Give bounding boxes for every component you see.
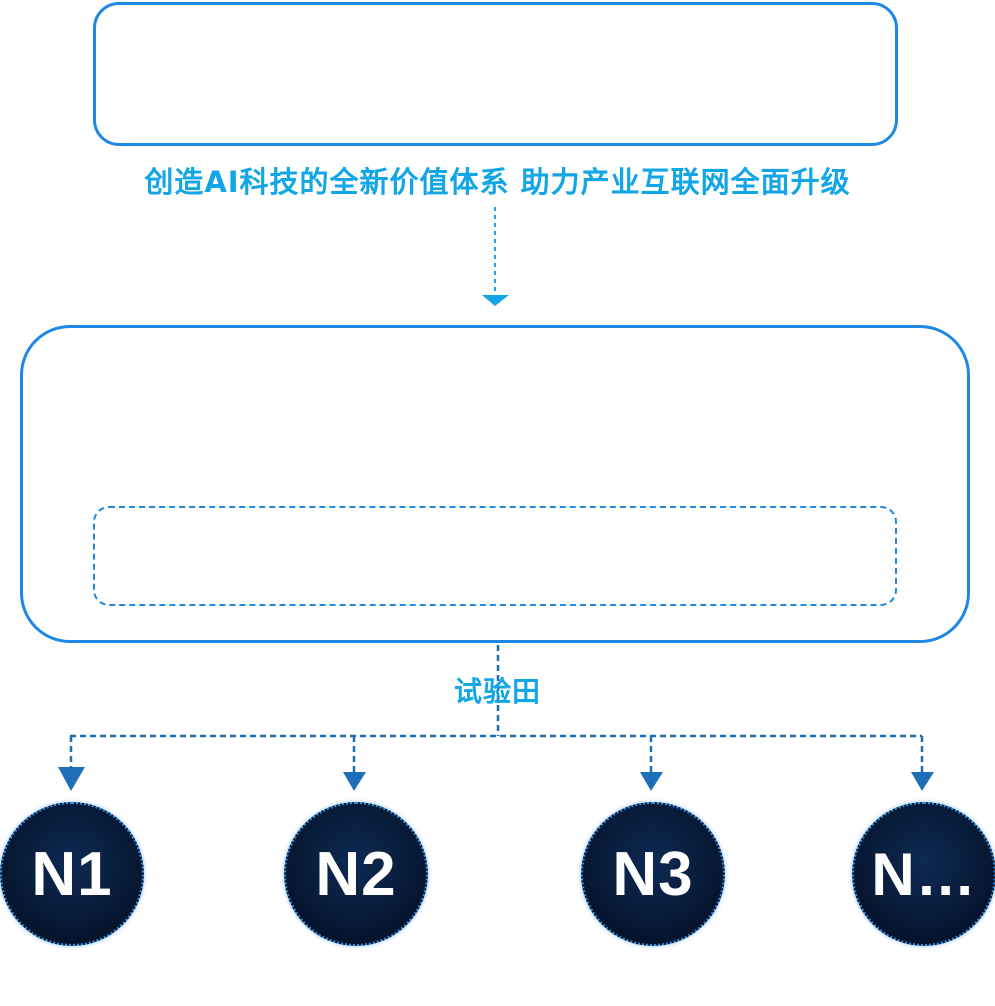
arrow-down-icon: [640, 772, 663, 791]
top-panel: [93, 2, 898, 146]
node-label: N2: [315, 839, 397, 909]
node-label: N3: [612, 839, 694, 909]
node-label: N1: [31, 839, 113, 909]
node-n2: N2: [284, 802, 428, 946]
arrow-down-icon: [343, 772, 366, 791]
arrow-down-icon: [911, 772, 934, 791]
platform-caption: 试验田: [453, 675, 541, 708]
node-label: N…: [871, 840, 977, 908]
arrow-down-icon: [482, 295, 509, 306]
arrow-down-icon: [58, 767, 85, 791]
platform-panel: [20, 325, 970, 643]
node-n-more: N…: [852, 802, 995, 946]
node-n3: N3: [581, 802, 725, 946]
platform-inner-dashed-panel: [93, 506, 897, 606]
slogan-caption: 创造AI科技的全新价值体系 助力产业互联网全面升级: [144, 165, 851, 199]
node-n1: N1: [0, 802, 144, 946]
